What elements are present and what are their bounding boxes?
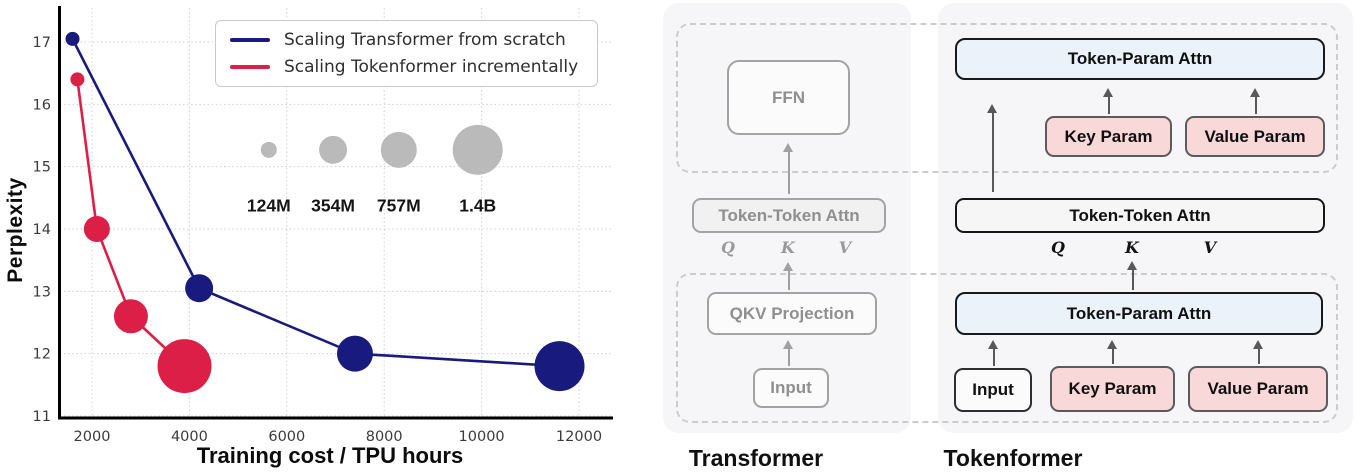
- arrow-keyparam-bottom: [1107, 340, 1118, 364]
- series-line: [76, 79, 186, 368]
- size-bubble: [319, 135, 348, 164]
- token-token-attn-box-tokenformer: Token-Token Attn: [955, 198, 1325, 233]
- legend-label: Scaling Tokenformer incrementally: [284, 57, 579, 77]
- x-tick-label: 8000: [366, 429, 403, 445]
- size-bubble-label: 354M: [311, 195, 355, 215]
- x-tick-label: 4000: [171, 429, 208, 445]
- legend-entry-tokenformer: Scaling Tokenformer incrementally: [230, 55, 585, 79]
- key-param-bottom-box: Key Param: [1050, 366, 1175, 412]
- input-box-tokenformer: Input: [954, 368, 1032, 412]
- arrow-input-up: [988, 340, 999, 366]
- x-tick-label: 2000: [74, 429, 111, 445]
- upper-replaced-region: [676, 23, 1338, 173]
- x-tick-label: 12000: [556, 429, 602, 445]
- y-tick-label: 11: [33, 409, 51, 425]
- size-bubble: [380, 131, 417, 168]
- y-tick-label: 12: [33, 347, 51, 363]
- data-point: [336, 335, 373, 372]
- arrow-tokentoken-to-tokenparam-top: [987, 104, 998, 192]
- legend-label: Scaling Transformer from scratch: [284, 30, 566, 50]
- x-axis-label: Training cost / TPU hours: [196, 443, 464, 468]
- scaling-chart: 124M 354M 757M 1.4B 2000 4000 6000 8000 10000 120…: [0, 0, 640, 476]
- data-point: [83, 215, 110, 242]
- data-point: [157, 339, 212, 394]
- v-label-tokenformer: V: [1203, 238, 1217, 257]
- data-point: [113, 299, 148, 334]
- arrow-qkvproj-to-attn: [783, 262, 794, 290]
- v-label-transformer: V: [838, 238, 852, 257]
- size-bubble: [452, 124, 503, 175]
- chart-legend: Scaling Transformer from scratch Scaling…: [215, 20, 598, 87]
- lower-replaced-region: [676, 273, 1338, 423]
- y-tick-label: 15: [33, 160, 51, 176]
- size-bubble-label: 757M: [377, 195, 421, 215]
- data-point: [70, 72, 85, 87]
- token-param-attn-top-box: Token-Param Attn: [955, 38, 1325, 80]
- data-point: [534, 341, 585, 392]
- y-tick-label: 14: [33, 222, 51, 238]
- q-label-tokenformer: Q: [1051, 238, 1065, 257]
- legend-line-crimson-icon: [230, 65, 270, 69]
- arrow-valueparam-top: [1250, 88, 1261, 114]
- token-token-attn-box-transformer: Token-Token Attn: [692, 198, 886, 233]
- k-label-transformer: K: [781, 238, 795, 257]
- data-point: [185, 274, 214, 303]
- x-tick-label: 10000: [459, 429, 505, 445]
- key-param-top-box: Key Param: [1045, 116, 1172, 157]
- series-0: [65, 31, 585, 392]
- tokenformer-caption: Tokenformer: [943, 445, 1083, 471]
- x-tick-label: 6000: [268, 429, 305, 445]
- size-bubble-label: 124M: [247, 195, 291, 215]
- legend-entry-transformer: Scaling Transformer from scratch: [230, 28, 585, 52]
- y-axis-label: Perplexity: [4, 177, 27, 283]
- value-param-top-box: Value Param: [1185, 116, 1325, 157]
- arrow-keyparam-top: [1103, 88, 1114, 114]
- value-param-bottom-box: Value Param: [1188, 366, 1328, 412]
- y-tick-label: 13: [33, 284, 51, 300]
- size-bubble: [260, 141, 277, 158]
- y-tick-label: 16: [33, 97, 51, 113]
- arrow-tokentoken-to-ffn: [783, 143, 794, 194]
- transformer-caption: Transformer: [688, 445, 824, 471]
- ffn-box: FFN: [727, 60, 850, 135]
- k-label-tokenformer: K: [1125, 238, 1139, 257]
- chart-canvas: 124M 354M 757M 1.4B 2000 4000 6000 8000 10000 120…: [33, 6, 613, 445]
- series-1: [70, 72, 212, 394]
- series-line: [71, 38, 560, 368]
- y-tick-label: 17: [33, 35, 51, 51]
- legend-line-navy-icon: [230, 38, 270, 42]
- qkv-projection-box: QKV Projection: [707, 292, 877, 335]
- q-label-transformer: Q: [721, 238, 735, 257]
- data-point: [65, 31, 80, 46]
- input-box-transformer: Input: [753, 368, 829, 408]
- arrow-tokenparam-to-attn: [1127, 261, 1138, 290]
- token-param-attn-bottom-box: Token-Param Attn: [955, 292, 1323, 335]
- arrow-valueparam-bottom: [1253, 340, 1264, 364]
- bubble-size-legend: 124M 354M 757M 1.4B: [247, 124, 503, 215]
- size-bubble-label: 1.4B: [459, 195, 496, 215]
- arrow-input-to-qkvproj: [783, 340, 794, 366]
